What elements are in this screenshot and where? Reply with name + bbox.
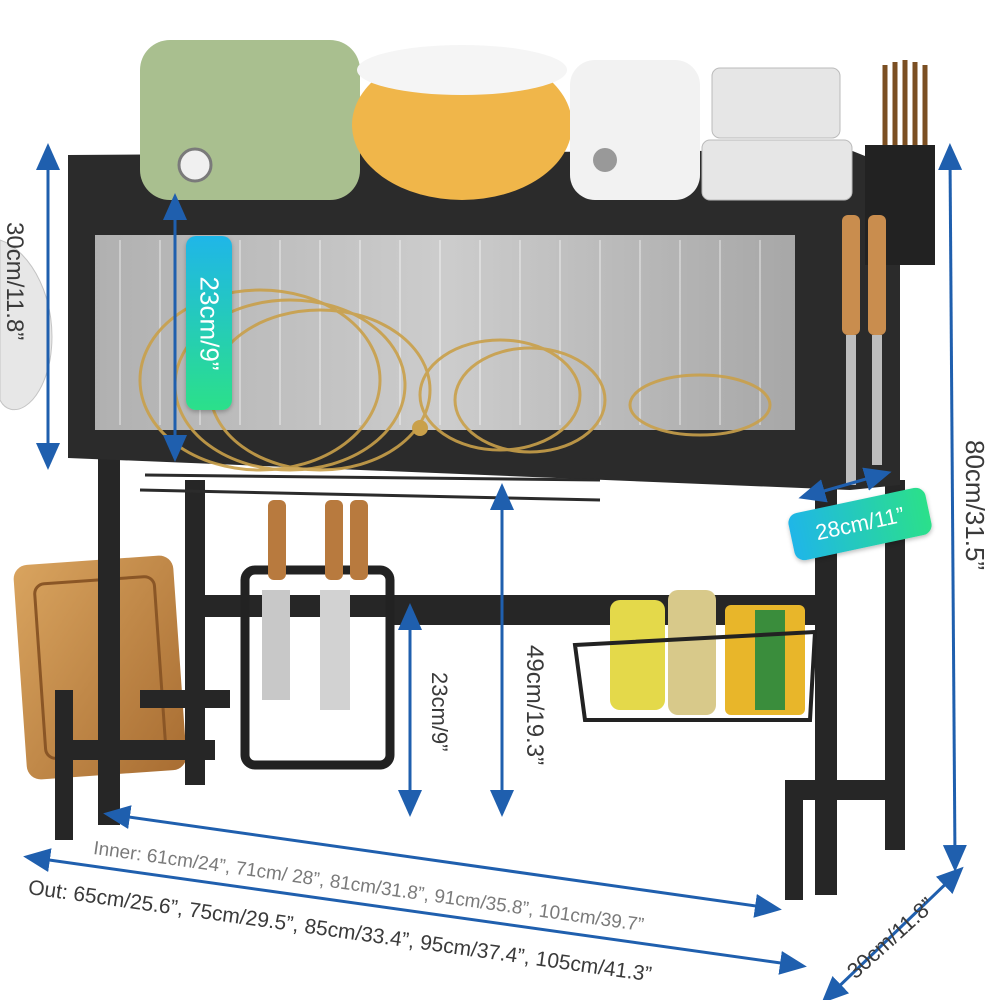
arrow-total-height <box>938 143 967 872</box>
label-lower-clear: 23cm/9” <box>427 672 452 752</box>
label-inner-top-text: 23cm/9” <box>194 276 225 370</box>
dimension-arrows <box>23 143 967 1004</box>
arrow-out-width <box>23 848 807 975</box>
label-inner-top: 23cm/9” <box>186 236 232 410</box>
arrow-depth <box>821 866 964 1004</box>
arrow-cup-width <box>798 467 892 503</box>
utensil-holder <box>842 60 935 485</box>
top-shelf-items <box>140 40 853 201</box>
knife-block <box>240 500 395 770</box>
label-height-top: 30cm/11.8” <box>1 222 28 341</box>
label-cup-width-text: 28cm/11” <box>813 501 907 546</box>
storage-basket <box>572 590 818 722</box>
label-lower-height: 49cm/19.3” <box>521 645 548 766</box>
label-total-height: 80cm/31.5” <box>960 440 990 571</box>
dish-basket <box>139 473 601 502</box>
